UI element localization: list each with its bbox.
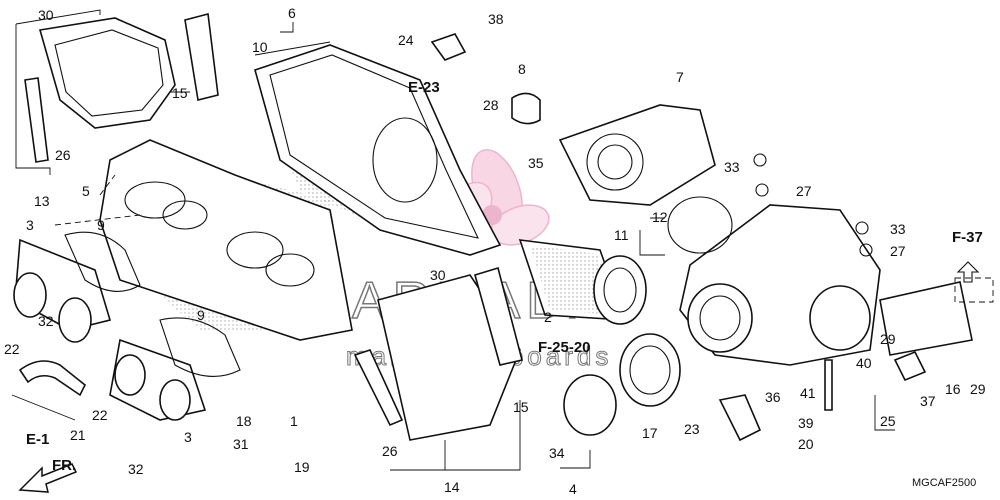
- callout-33b: 33: [890, 221, 906, 237]
- callout-15b: 15: [513, 399, 529, 415]
- callout-19: 19: [294, 459, 310, 475]
- air-cleaner-cover-assembly: [15, 9, 219, 175]
- f37-arrow-icon: [954, 261, 994, 303]
- callout-22b: 22: [92, 407, 108, 423]
- callout-11: 11: [614, 227, 629, 243]
- callout-40: 40: [856, 355, 872, 371]
- funnel-gaskets: [64, 231, 241, 377]
- air-cleaner-lower-case: [639, 196, 881, 366]
- callout-16: 16: [945, 381, 961, 397]
- callout-37: 37: [920, 393, 936, 409]
- callout-33a: 33: [724, 159, 740, 175]
- air-cleaner-housing: [54, 139, 353, 341]
- ref-f2520: F-25-20: [538, 339, 591, 356]
- callout-14: 14: [444, 479, 460, 495]
- callout-26b: 26: [382, 443, 398, 459]
- callout-20: 20: [798, 436, 814, 452]
- front-label: FR.: [52, 457, 76, 474]
- callout-39: 39: [798, 415, 814, 431]
- callout-17: 17: [642, 425, 658, 441]
- callout-24: 24: [398, 32, 414, 48]
- air-filter-element: [518, 239, 647, 325]
- callout-23: 23: [684, 421, 700, 437]
- callout-labels: 30 15 26 13 5 6 10 24 38 8 7 28 35 33 27…: [4, 5, 986, 497]
- callout-31: 31: [233, 436, 249, 452]
- diagram-code: MGCAF2500: [912, 477, 976, 489]
- callout-7: 7: [676, 69, 684, 85]
- small-hardware: [718, 153, 973, 442]
- callout-29a: 29: [880, 331, 896, 347]
- callout-26: 26: [55, 147, 71, 163]
- ref-e23: E-23: [408, 79, 440, 96]
- callout-34: 34: [549, 445, 565, 461]
- callout-30b: 30: [430, 267, 446, 283]
- callout-29b: 29: [970, 381, 986, 397]
- callout-27b: 27: [890, 243, 906, 259]
- callout-28: 28: [483, 97, 499, 113]
- callout-41: 41: [800, 385, 816, 401]
- intake-funnels: [13, 238, 207, 421]
- callout-9a: 9: [97, 217, 105, 233]
- callout-2: 2: [544, 309, 552, 325]
- callout-27a: 27: [796, 183, 812, 199]
- callout-25: 25: [880, 413, 896, 429]
- callout-9b: 9: [197, 307, 205, 323]
- front-arrow-icon: [18, 463, 78, 493]
- callout-3b: 3: [184, 429, 192, 445]
- callout-36: 36: [765, 389, 781, 405]
- callout-32b: 32: [128, 461, 144, 477]
- callout-5: 5: [82, 183, 90, 199]
- connecting-tube-and-band: [560, 333, 681, 469]
- ref-f37: F-37: [952, 229, 983, 246]
- callout-1: 1: [290, 413, 298, 429]
- callout-13: 13: [34, 193, 50, 209]
- callout-4: 4: [569, 481, 577, 497]
- callout-6: 6: [288, 5, 296, 21]
- reference-labels: E-23 F-37 F-25-20 E-1 FR.: [26, 79, 983, 474]
- air-cleaner-upper-case: [254, 22, 502, 256]
- ref-e1: E-1: [26, 431, 49, 448]
- air-duct-cover: [430, 33, 716, 206]
- callout-3a: 3: [26, 217, 34, 233]
- callout-8: 8: [518, 61, 526, 77]
- breather-hose: [11, 360, 87, 421]
- callout-22a: 22: [4, 341, 20, 357]
- callout-15: 15: [172, 85, 188, 101]
- callout-21: 21: [70, 427, 86, 443]
- callout-30: 30: [38, 7, 54, 23]
- side-covers: [353, 266, 523, 471]
- callout-12: 12: [652, 209, 668, 225]
- callout-35: 35: [528, 155, 544, 171]
- callout-38: 38: [488, 11, 504, 27]
- callout-10: 10: [252, 39, 268, 55]
- callout-32a: 32: [38, 313, 54, 329]
- callout-18: 18: [236, 413, 252, 429]
